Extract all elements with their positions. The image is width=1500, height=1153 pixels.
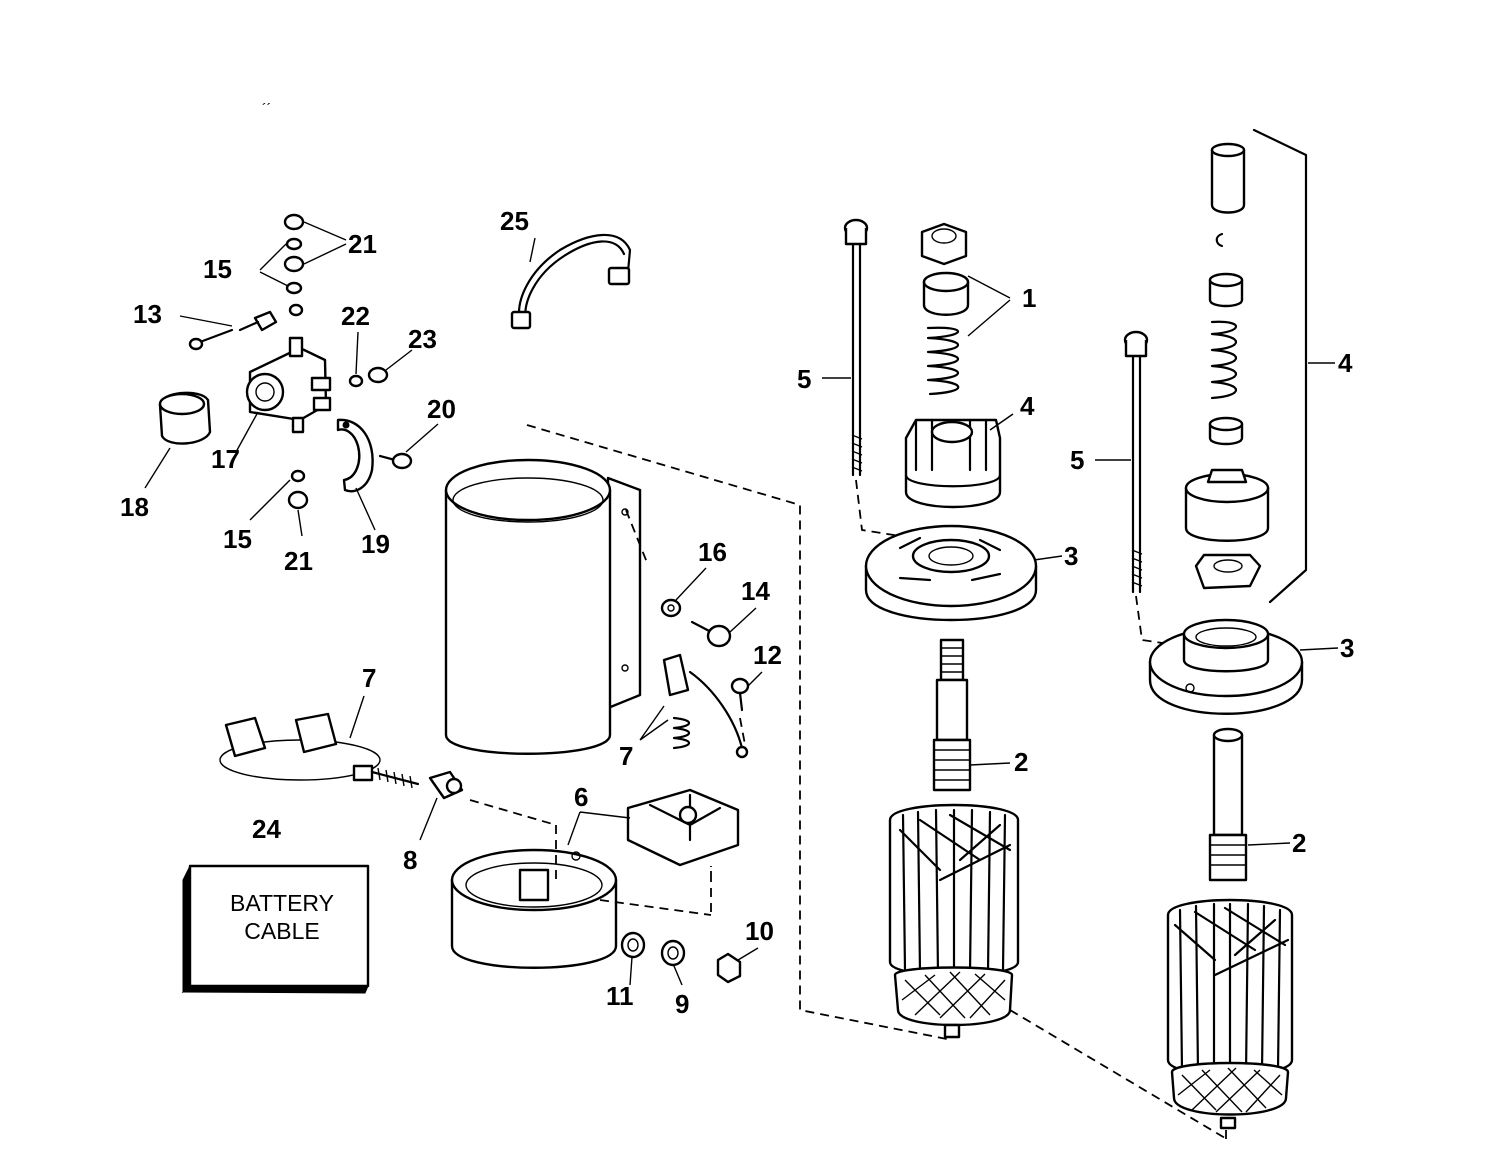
callout-24: 24	[252, 814, 281, 844]
callout-22: 22	[341, 301, 370, 331]
part-5-thru-bolt-left	[843, 218, 901, 537]
part-11-washer	[620, 931, 646, 959]
part-22-23-nuts	[348, 366, 389, 388]
callout-23: 23	[408, 324, 437, 354]
callout-15-top: 15	[203, 254, 232, 284]
battery-cable-line-2: CABLE	[244, 918, 319, 944]
callout-labels: 1 2 2 3 3 4 4 5 5 6 7 7 8 9 10 11 12 13 …	[120, 206, 1354, 1019]
assembly-dash-lines-center	[469, 424, 953, 1041]
callout-1: 1	[1022, 283, 1036, 313]
callout-14: 14	[741, 576, 770, 606]
part-1-nut-collar-spring	[920, 222, 970, 396]
part-5-thru-bolt-right	[1123, 330, 1177, 646]
part-15-21-nuts-bottom	[287, 469, 309, 510]
callout-16: 16	[698, 537, 727, 567]
part-3-head-right	[1148, 618, 1304, 715]
callout-4-left: 4	[1020, 391, 1035, 421]
callout-3-left: 3	[1064, 541, 1078, 571]
callout-3-right: 3	[1340, 633, 1354, 663]
callout-10: 10	[745, 916, 774, 946]
end-cap	[450, 848, 618, 969]
part-17-solenoid	[245, 336, 332, 434]
part-14-bolt	[690, 620, 732, 648]
part-9-washer	[660, 939, 686, 967]
callout-7-right: 7	[619, 741, 633, 771]
part-20-screw	[378, 452, 413, 470]
callout-4-right: 4	[1338, 348, 1353, 378]
callout-2-right: 2	[1292, 828, 1306, 858]
callout-25: 25	[500, 206, 529, 236]
leader-lines	[144, 221, 1339, 986]
part-10-nut	[716, 952, 742, 984]
part-3-head-left	[864, 524, 1038, 622]
callout-11: 11	[606, 981, 634, 1011]
part-2-armature-right	[1009, 727, 1294, 1142]
callout-15-bottom: 15	[223, 524, 252, 554]
callout-19: 19	[361, 529, 390, 559]
part-16-lockwasher	[660, 598, 682, 618]
part-4-drive-left	[904, 418, 1002, 509]
part-8-terminal	[428, 770, 464, 800]
part-13-stud	[188, 310, 278, 351]
part-18-boot	[158, 391, 212, 445]
callout-6: 6	[574, 782, 588, 812]
callout-21-top: 21	[348, 229, 377, 259]
part-19-bracket	[336, 418, 374, 493]
callout-2-left: 2	[1014, 747, 1028, 777]
callout-12: 12	[753, 640, 782, 670]
part-7-brush-set-left	[219, 712, 420, 789]
callout-8: 8	[403, 845, 417, 875]
part-24-battery-cable-box: BATTERY CABLE	[181, 864, 370, 994]
callout-5-right: 5	[1070, 445, 1084, 475]
callout-21-bottom: 21	[284, 546, 313, 576]
callout-5-left: 5	[797, 364, 811, 394]
part-12-screw	[730, 677, 750, 712]
part-4-drive-kit-right	[1184, 128, 1308, 604]
callout-17: 17	[211, 444, 240, 474]
callout-18: 18	[120, 492, 149, 522]
part-15-21-nuts-top	[283, 213, 305, 317]
part-6-brush-plate	[626, 788, 740, 867]
part-25-cable	[510, 233, 632, 330]
part-2-armature-left	[888, 638, 1020, 1039]
stray-mark: ´´	[262, 100, 271, 116]
callout-9: 9	[675, 989, 689, 1019]
part-7-brush-right	[662, 653, 749, 759]
callout-20: 20	[427, 394, 456, 424]
callout-7-left: 7	[362, 663, 376, 693]
battery-cable-line-1: BATTERY	[230, 890, 334, 916]
callout-13: 13	[133, 299, 162, 329]
frame-housing	[444, 458, 642, 755]
